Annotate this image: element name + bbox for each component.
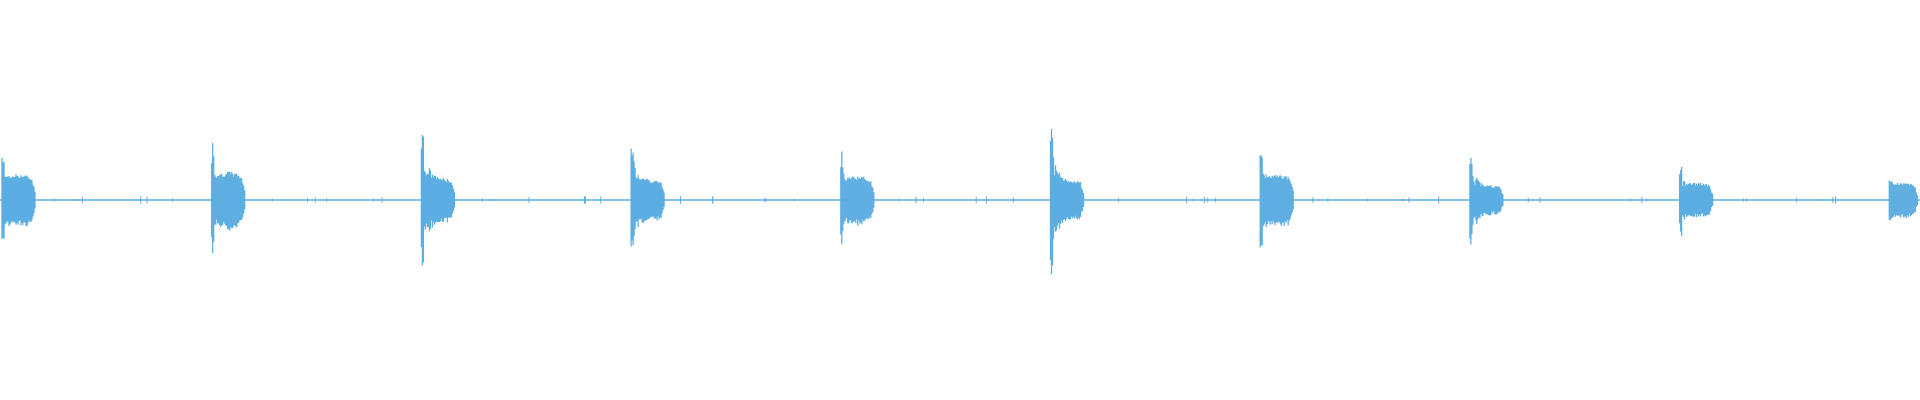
waveform-burst-4	[630, 148, 795, 247]
waveform-burst-6	[1049, 129, 1217, 275]
waveform-burst-2	[211, 142, 383, 254]
waveform-burst-9	[1678, 167, 1836, 236]
waveform-burst-8	[1469, 157, 1648, 245]
waveform-burst-1	[1, 157, 174, 239]
waveform-bursts	[1, 129, 1918, 275]
waveform-burst-10	[1888, 180, 1918, 221]
waveform-burst-3	[420, 135, 602, 266]
waveform-burst-5	[840, 151, 1014, 244]
waveform-burst-7	[1259, 155, 1440, 248]
